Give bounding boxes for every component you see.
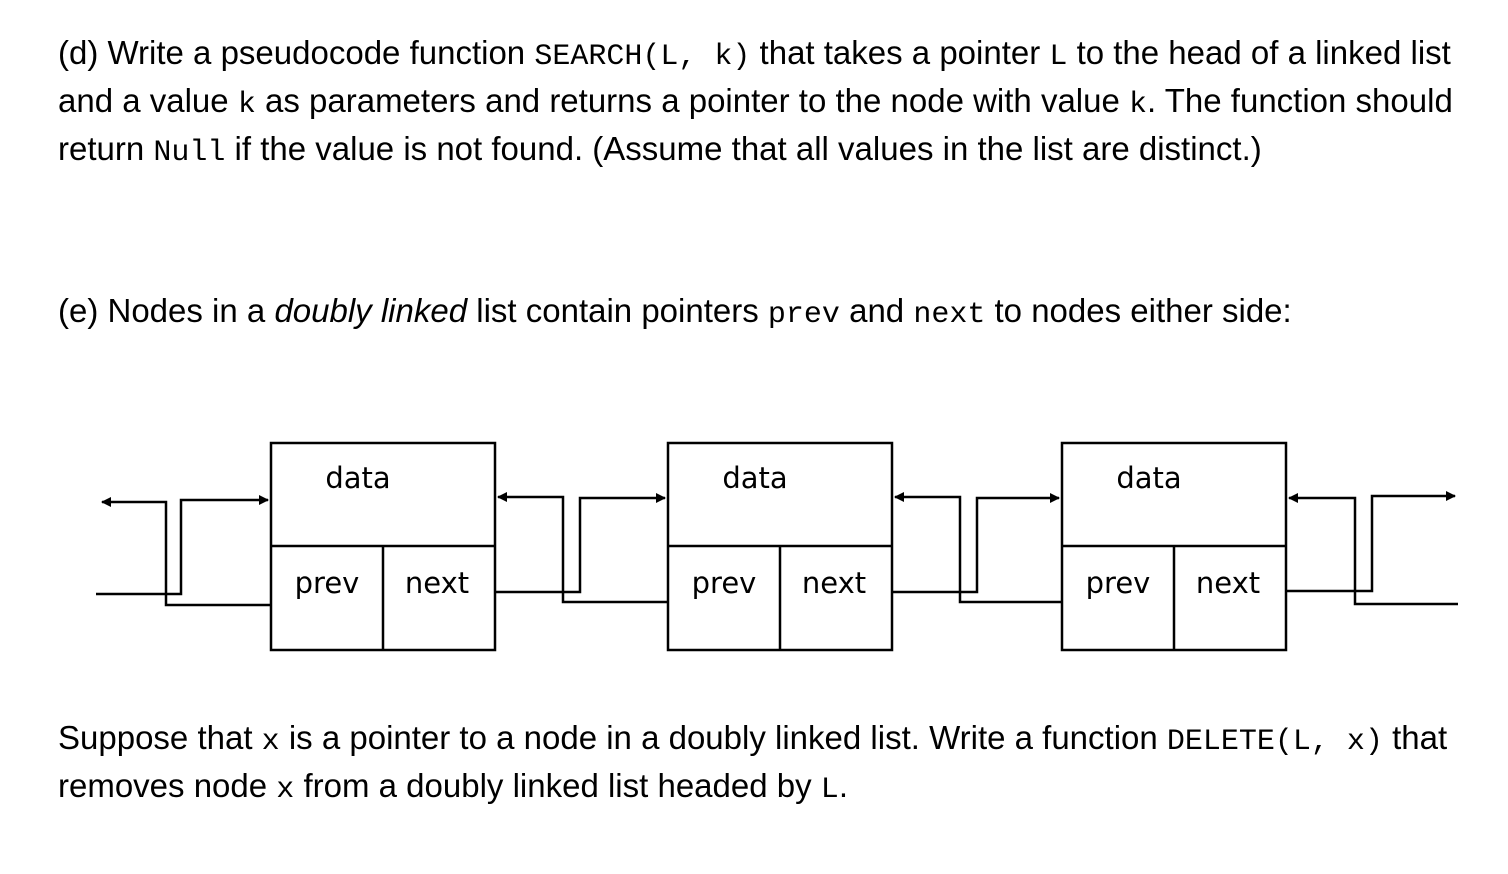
node-3-next-label: next bbox=[1196, 566, 1260, 600]
doubly-linked-list-diagram: data prev next data prev next data prev … bbox=[96, 441, 1458, 652]
d-text-6: if the value is not found. (Assume that … bbox=[225, 130, 1262, 167]
node-x-code: x bbox=[276, 773, 295, 807]
f-text-4: from a doubly linked list headed by bbox=[294, 767, 821, 804]
list-node-3: data prev next bbox=[1060, 441, 1288, 652]
pointer-l-code: L bbox=[1049, 40, 1068, 74]
node-3-prev-pointer bbox=[894, 492, 1062, 604]
d-text-4: as parameters and returns a pointer to t… bbox=[255, 82, 1130, 119]
node-1-data-label: data bbox=[325, 461, 390, 495]
d-text-2: that takes a pointer bbox=[750, 34, 1050, 71]
value-k-code: k bbox=[237, 88, 256, 122]
delete-question-text: Suppose that x is a pointer to a node in… bbox=[58, 716, 1458, 812]
node-3-next-pointer bbox=[1286, 491, 1456, 593]
node-3-prev-label: prev bbox=[1086, 566, 1151, 600]
node-2-data-label: data bbox=[722, 461, 787, 495]
d-text-1: (d) Write a pseudocode function bbox=[58, 34, 535, 71]
node-2-prev-label: prev bbox=[692, 566, 757, 600]
null-code: Null bbox=[153, 136, 226, 170]
list-node-1: data prev next bbox=[269, 441, 497, 652]
d-text-5: . The function should return bbox=[58, 82, 1453, 167]
node-2-prev-pointer bbox=[497, 492, 668, 604]
node-1-prev-label: prev bbox=[295, 566, 360, 600]
node-3-data-label: data bbox=[1116, 461, 1181, 495]
f-text-3: that removes node bbox=[58, 719, 1448, 804]
e-text-3: and bbox=[839, 292, 914, 329]
e-text-4: to nodes either side: bbox=[985, 292, 1292, 329]
incoming-next-pointer-left bbox=[96, 495, 269, 596]
e-text-1: (e) Nodes in a bbox=[58, 292, 275, 329]
f-text-5: . bbox=[838, 767, 848, 804]
f-text-1: Suppose that bbox=[58, 719, 262, 756]
next-code: next bbox=[913, 298, 986, 332]
node-1-next-label: next bbox=[405, 566, 469, 600]
f-text-2: is a pointer to a node in a doubly linke… bbox=[279, 719, 1167, 756]
value-k-code-2: k bbox=[1129, 88, 1148, 122]
d-text-3: to the head of a linked list and a value bbox=[58, 34, 1451, 119]
pointer-x-code: x bbox=[261, 725, 280, 759]
node-2-next-label: next bbox=[802, 566, 866, 600]
delete-signature-code: DELETE(L, x) bbox=[1166, 725, 1383, 759]
prev-code: prev bbox=[767, 298, 840, 332]
incoming-prev-pointer-right bbox=[1288, 493, 1458, 606]
node-1-next-pointer bbox=[495, 493, 666, 594]
search-signature-code: SEARCH(L, k) bbox=[534, 40, 751, 74]
e-text-2: list contain pointers bbox=[467, 292, 768, 329]
list-node-2: data prev next bbox=[666, 441, 894, 652]
node-2-next-pointer bbox=[892, 493, 1060, 594]
doubly-linked-emphasis: doubly linked bbox=[274, 292, 468, 329]
question-d-text: (d) Write a pseudocode function SEARCH(L… bbox=[58, 31, 1458, 175]
node-1-prev-pointer bbox=[101, 497, 271, 607]
question-e-text: (e) Nodes in a doubly linked list contai… bbox=[58, 289, 1458, 337]
head-l-code: L bbox=[820, 773, 839, 807]
